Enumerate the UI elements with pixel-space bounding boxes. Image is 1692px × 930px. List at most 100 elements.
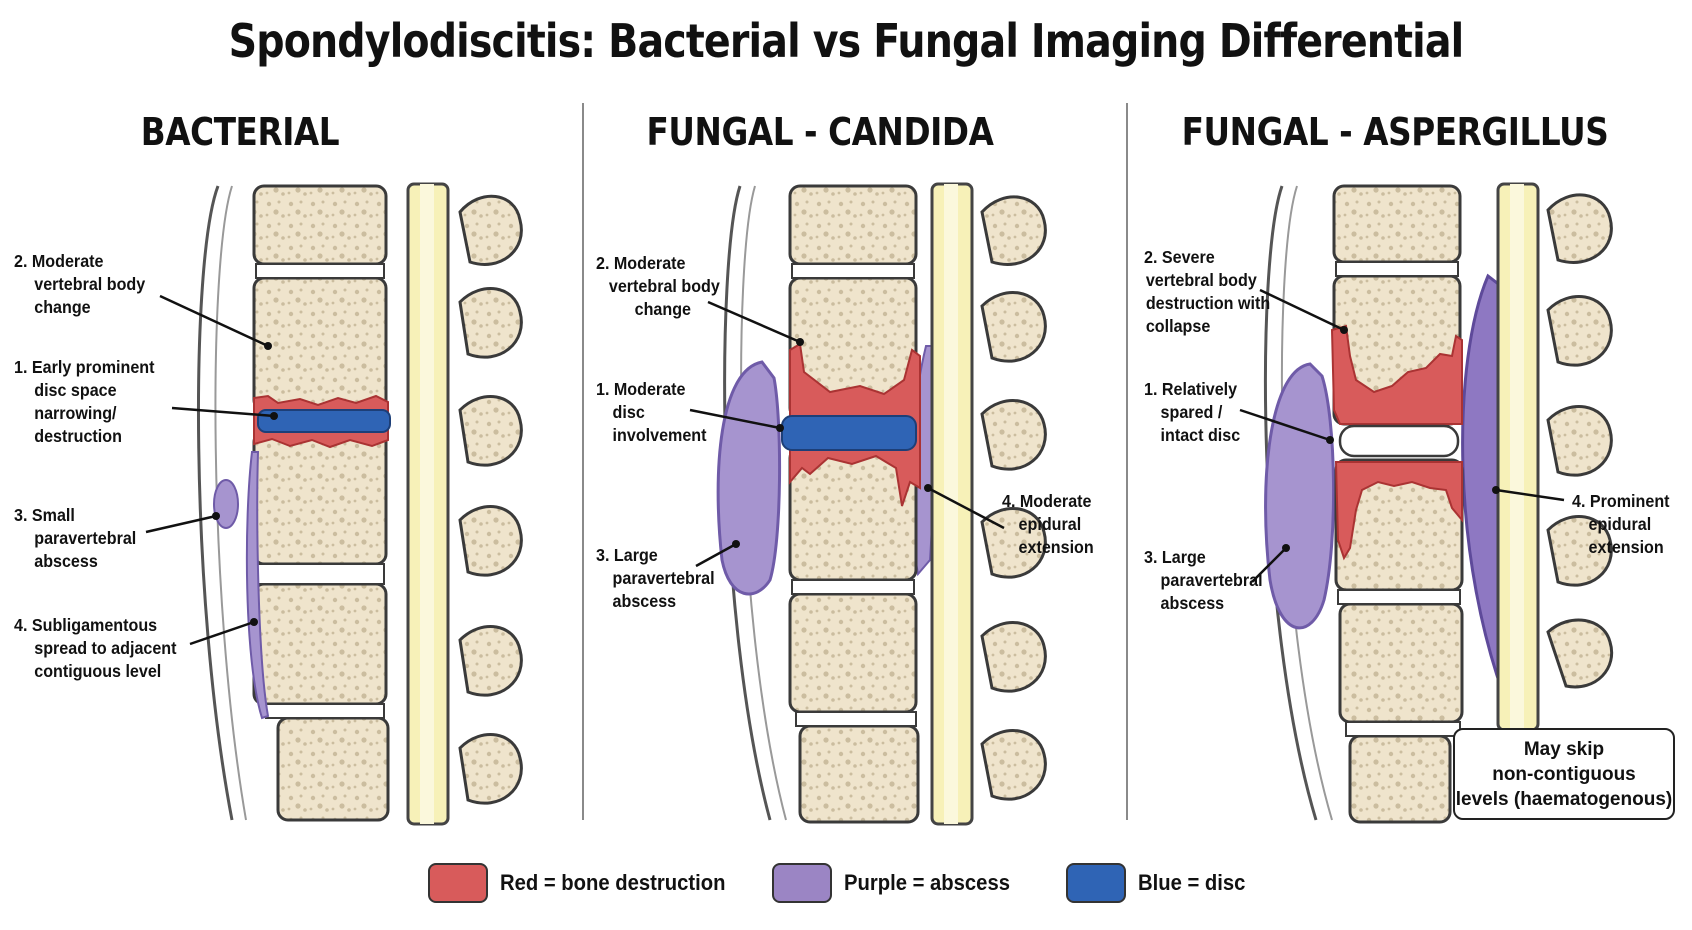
legend-swatch (772, 863, 832, 903)
leader-line (1251, 547, 1287, 583)
spine-bacterial (145, 182, 523, 826)
leader-dot (796, 338, 804, 346)
legend-item-abscess: Purple = abscess (772, 860, 1024, 906)
panel-title: BACTERIAL (140, 110, 340, 154)
leader-dot (732, 540, 740, 548)
note-box: May skip non-contiguous levels (haematog… (1453, 728, 1675, 820)
paravertebral-abscess (213, 479, 239, 529)
panel-title: FUNGAL - CANDIDA (646, 110, 994, 154)
legend-swatch (428, 863, 488, 903)
vertebral-body (798, 724, 920, 824)
paravertebral-abscess (716, 360, 782, 596)
vertebral-body (1332, 184, 1462, 264)
leader-dot (1282, 544, 1290, 552)
label-large-abscess: 3. Large paravertebral abscess (1144, 547, 1263, 613)
anterior-soft-tissue (197, 185, 234, 821)
spine-aspergillus (1239, 182, 1614, 824)
label-severe-destruction: 2. Severe vertebral body destruction wit… (1144, 247, 1271, 336)
panel-aspergillus: FUNGAL - ASPERGILLUS (1135, 100, 1675, 820)
intervertebral-disc (791, 263, 915, 279)
leader-dot (924, 484, 932, 492)
note-line: non-contiguous (1492, 763, 1636, 785)
leader-dot (1326, 436, 1334, 444)
panel-candida: FUNGAL - CANDIDA (590, 100, 1130, 820)
vertebral-body (252, 582, 388, 706)
intervertebral-disc (1345, 721, 1461, 737)
leader-dot (270, 412, 278, 420)
spinal-cord (944, 184, 958, 824)
spinal-cord (1510, 184, 1524, 730)
leader-line (927, 486, 1005, 530)
panel-title: FUNGAL - ASPERGILLUS (1181, 110, 1609, 154)
legend-item-disc: Blue = disc (1066, 860, 1255, 906)
intervertebral-disc (795, 711, 917, 727)
intervertebral-disc (265, 703, 385, 719)
posterior-elements (1546, 193, 1614, 689)
legend-label: Blue = disc (1138, 870, 1246, 895)
leader-line (189, 620, 255, 646)
label-spared-disc: 1. Relatively spared / intact disc (1144, 379, 1241, 445)
leader-line (1259, 288, 1345, 332)
label-small-abscess: 3. Small paravertebral abscess (14, 505, 137, 571)
vertebral-body (252, 184, 388, 266)
vertebral-body (276, 716, 390, 822)
leader-line (159, 294, 269, 348)
label-subligamentous-spread: 4. Subligamentous spread to adjacent con… (14, 615, 177, 681)
label-disc-narrowing: 1. Early prominent disc space narrowing/… (14, 357, 155, 446)
leader-line (145, 514, 217, 534)
legend: Red = bone destruction Purple = abscess … (0, 860, 1692, 910)
intervertebral-disc (255, 263, 385, 279)
leader-line (1495, 488, 1565, 502)
leader-line (695, 542, 737, 568)
posterior-elements (458, 194, 523, 805)
legend-label: Red = bone destruction (500, 870, 726, 895)
leader-line (171, 406, 275, 418)
label-epidural-extension: 4. Moderate epidural extension (1002, 491, 1094, 557)
leader-line (707, 300, 801, 344)
diseased-disc (781, 415, 917, 451)
leader-line (689, 408, 781, 430)
leader-dot (1492, 486, 1500, 494)
spinal-cord (420, 184, 434, 824)
label-large-abscess: 3. Large paravertebral abscess (596, 545, 715, 611)
label-prominent-epidural: 4. Prominent epidural extension (1572, 491, 1670, 557)
subligamentous-spread (245, 451, 270, 720)
bone-destruction (1330, 324, 1463, 425)
leader-dot (250, 618, 258, 626)
paravertebral-abscess (1264, 362, 1336, 630)
panel-divider (1126, 103, 1128, 820)
vertebral-body (788, 184, 918, 266)
leader-dot (1340, 326, 1348, 334)
vertebral-body (252, 276, 388, 412)
vertebral-body (788, 592, 918, 714)
note-line: May skip (1523, 738, 1605, 760)
spared-disc (1338, 424, 1460, 458)
leader-line (1239, 408, 1331, 442)
vertebral-body (1338, 602, 1464, 724)
diseased-disc (257, 409, 391, 433)
spine-candida (689, 182, 1047, 826)
label-vertebral-body-change: 2. Moderate vertebral body change (596, 253, 720, 319)
panel-divider (582, 103, 584, 820)
bone-destruction (1334, 461, 1463, 561)
label-vertebral-body-change: 2. Moderate vertebral body change (14, 251, 146, 317)
panel-bacterial: BACTERIAL (30, 100, 570, 820)
legend-swatch (1066, 863, 1126, 903)
label-disc-involvement: 1. Moderate disc involvement (596, 379, 707, 445)
page-title: Spondylodiscitis: Bacterial vs Fungal Im… (228, 14, 1465, 68)
legend-label: Purple = abscess (844, 870, 1010, 895)
legend-item-destruction: Red = bone destruction (428, 860, 745, 906)
intervertebral-disc (1337, 589, 1461, 605)
intervertebral-disc (255, 563, 385, 585)
leader-dot (776, 424, 784, 432)
leader-dot (264, 342, 272, 350)
anterior-soft-tissue (214, 185, 247, 821)
note-line: levels (haematogenous) (1455, 788, 1673, 810)
intervertebral-disc (1335, 261, 1459, 277)
leader-dot (212, 512, 220, 520)
vertebral-body (1348, 734, 1452, 824)
vertebral-body (252, 430, 388, 566)
intervertebral-disc (791, 579, 915, 595)
